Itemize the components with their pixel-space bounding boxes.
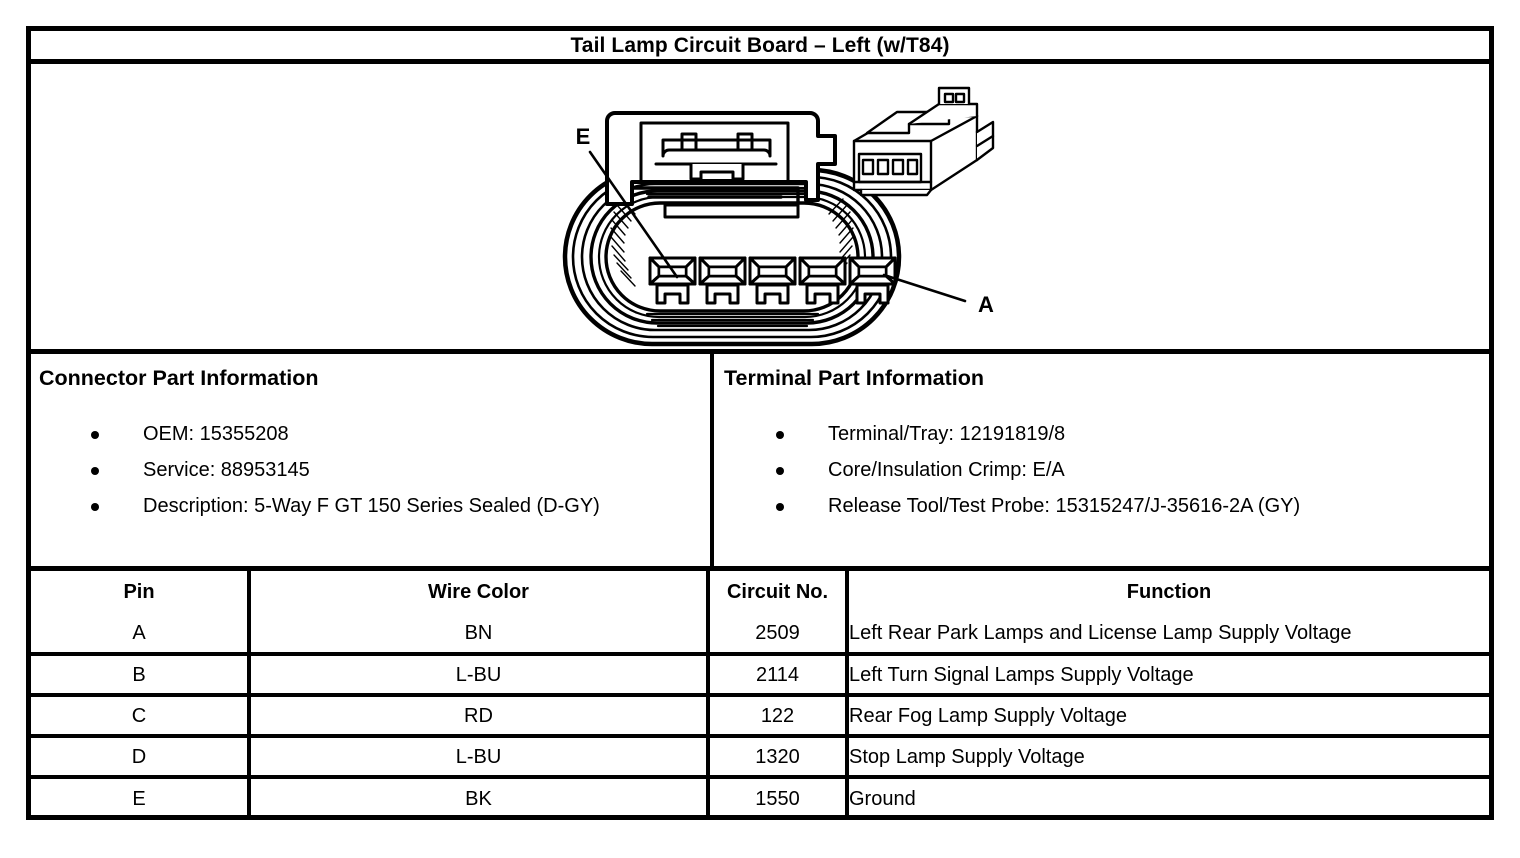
leader-line-e [588,150,679,279]
callout-label-e: E [576,124,591,149]
column-header-wire-color: Wire Color [249,571,710,613]
terminal-cavity-4 [798,256,847,305]
bullet-icon [776,466,784,475]
cell-wire-color: L-BU [249,654,710,697]
connector-end-view-sheet: Tail Lamp Circuit Board – Left (w/T84) [26,26,1494,820]
list-item: Terminal/Tray: 12191819/8 [722,424,1489,444]
bullet-icon [776,430,784,439]
connector-shoulder-step [630,186,800,206]
cell-circuit-no: 1320 [708,736,849,779]
cell-wire-color: BK [249,777,710,818]
connector-part-information-panel: Connector Part Information OEM: 15355208… [31,354,714,566]
terminal-cavity-3 [748,256,797,305]
cell-wire-color: L-BU [249,736,710,779]
part-information-row: Connector Part Information OEM: 15355208… [26,349,1494,571]
cell-circuit-no: 2114 [708,654,849,697]
list-item: Description: 5-Way F GT 150 Series Seale… [37,496,710,516]
column-header-function: Function [1126,581,1212,603]
terminal-cavity-1 [648,256,697,305]
cell-function: Stop Lamp Supply Voltage [847,736,1489,779]
list-item: Service: 88953145 [37,460,710,480]
bullet-icon [91,466,99,475]
terminal-cavity-2 [698,256,747,305]
list-item-text: OEM: 15355208 [143,422,289,445]
connector-part-information-heading: Connector Part Information [39,366,319,390]
table-row: A BN 2509 Left Rear Park Lamps and Licen… [31,613,1489,656]
list-item: Core/Insulation Crimp: E/A [722,460,1489,480]
list-item: Release Tool/Test Probe: 15315247/J-3561… [722,496,1489,516]
cell-pin: C [31,695,251,738]
cell-function: Left Turn Signal Lamps Supply Voltage [847,654,1489,697]
cell-function: Left Rear Park Lamps and License Lamp Su… [847,613,1489,656]
bullet-icon [776,502,784,511]
pin-table: Pin Wire Color Circuit No. Function A BN… [31,571,1489,818]
callout-label-a: A [978,292,994,317]
terminal-part-information-heading: Terminal Part Information [724,366,985,390]
cell-wire-color: RD [249,695,710,738]
connector-part-information-list: OEM: 15355208 Service: 88953145 Descript… [37,424,710,516]
page-title: Tail Lamp Circuit Board – Left (w/T84) [570,33,950,57]
cell-function: Rear Fog Lamp Supply Voltage [847,695,1489,738]
table-row: B L-BU 2114 Left Turn Signal Lamps Suppl… [31,654,1489,697]
list-item: OEM: 15355208 [37,424,710,444]
table-header-row: Pin Wire Color Circuit No. Function [31,571,1489,613]
cell-circuit-no: 122 [708,695,849,738]
bullet-icon [91,430,99,439]
cell-pin: B [31,654,251,697]
cell-circuit-no: 1550 [708,777,849,818]
terminal-cavity-5 [848,256,897,305]
cell-function: Ground [849,787,916,810]
table-row: C RD 122 Rear Fog Lamp Supply Voltage [31,695,1489,738]
bullet-icon [91,502,99,511]
cell-pin: E [31,777,251,818]
cell-circuit-no: 2509 [708,613,849,656]
cell-wire-color: BN [249,613,710,656]
table-row: D L-BU 1320 Stop Lamp Supply Voltage [31,736,1489,779]
terminal-cavity-group [648,256,897,305]
list-item-text: Service: 88953145 [143,458,310,481]
list-item-text: Core/Insulation Crimp: E/A [828,458,1065,481]
list-item-text: Description: 5-Way F GT 150 Series Seale… [143,494,600,517]
table-row: E BK 1550 Ground [31,777,1489,818]
column-header-circuit-no: Circuit No. [708,571,849,613]
list-item-text: Release Tool/Test Probe: 15315247/J-3561… [828,494,1301,517]
connector-latch-details [639,121,790,182]
leader-line-a [882,273,967,303]
pin-table-container: Pin Wire Color Circuit No. Function A BN… [26,566,1494,820]
list-item-text: Terminal/Tray: 12191819/8 [828,422,1066,445]
connector-drawing: E A [562,86,995,347]
pin-table-body: A BN 2509 Left Rear Park Lamps and Licen… [31,613,1489,818]
connector-body-outline [562,167,902,347]
terminal-part-information-list: Terminal/Tray: 12191819/8 Core/Insulatio… [722,424,1489,516]
cell-pin: A [31,613,251,656]
connector-illustration-panel: E A [26,59,1494,354]
connector-front-flange [663,203,800,219]
terminal-part-information-panel: Terminal Part Information Terminal/Tray:… [714,354,1489,566]
cell-pin: D [31,736,251,779]
column-header-pin: Pin [31,571,251,613]
connector-isometric-inset [852,86,995,197]
